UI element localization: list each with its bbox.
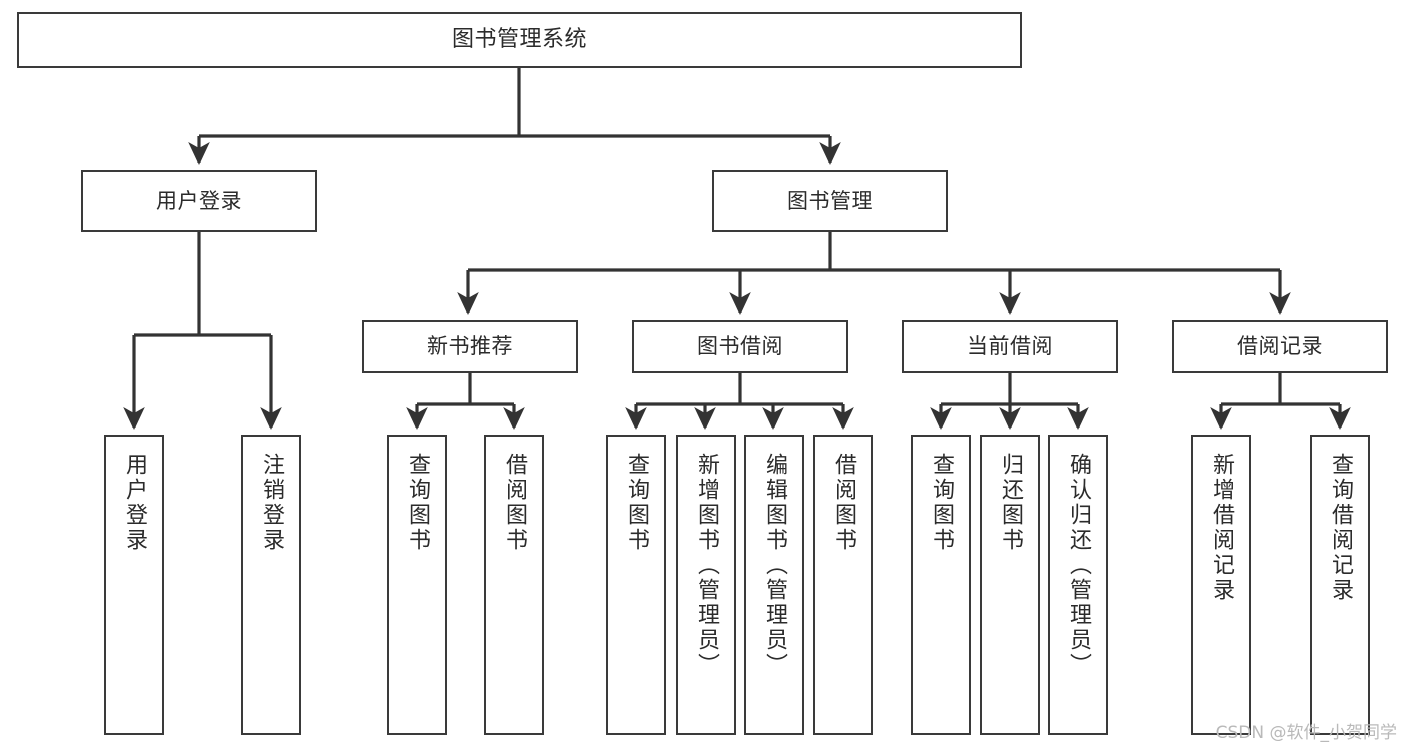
node-label: 归还图书 (997, 453, 1023, 553)
leaf-book-borrow-borrow[interactable]: 借阅图书 (813, 435, 873, 735)
leaf-current-borrow-return[interactable]: 归还图书 (980, 435, 1040, 735)
node-label: 查询图书 (404, 453, 430, 553)
leaf-book-borrow-edit[interactable]: 编辑图书（管理员） (744, 435, 804, 735)
node-label: 新书推荐 (427, 334, 513, 359)
node-label: 新增图书（管理员） (693, 453, 719, 678)
node-label: 新增借阅记录 (1208, 453, 1234, 603)
node-borrow-record[interactable]: 借阅记录 (1172, 320, 1388, 373)
leaf-user-login-logout[interactable]: 注销登录 (241, 435, 301, 735)
leaf-book-borrow-query[interactable]: 查询图书 (606, 435, 666, 735)
node-label: 查询图书 (928, 453, 954, 553)
node-book-management[interactable]: 图书管理 (712, 170, 948, 232)
csdn-watermark: CSDN @软件_小贺同学 (1215, 723, 1397, 743)
node-label: 确认归还（管理员） (1065, 453, 1091, 678)
node-label: 用户登录 (156, 188, 242, 213)
leaf-current-borrow-query[interactable]: 查询图书 (911, 435, 971, 735)
node-root-system[interactable]: 图书管理系统 (17, 12, 1022, 68)
node-label: 用户登录 (121, 453, 147, 553)
node-user-login[interactable]: 用户登录 (81, 170, 317, 232)
node-label: 图书借阅 (697, 334, 783, 359)
node-label: 图书管理系统 (451, 27, 587, 53)
leaf-current-borrow-confirm-return[interactable]: 确认归还（管理员） (1048, 435, 1108, 735)
leaf-borrow-record-add[interactable]: 新增借阅记录 (1191, 435, 1251, 735)
node-book-borrow[interactable]: 图书借阅 (632, 320, 848, 373)
leaf-new-book-borrow[interactable]: 借阅图书 (484, 435, 544, 735)
node-label: 借阅图书 (830, 453, 856, 553)
node-label: 图书管理 (787, 188, 873, 213)
node-new-book-recommend[interactable]: 新书推荐 (362, 320, 578, 373)
node-label: 借阅记录 (1237, 334, 1323, 359)
leaf-borrow-record-query[interactable]: 查询借阅记录 (1310, 435, 1370, 735)
node-label: 借阅图书 (501, 453, 527, 553)
node-label: 当前借阅 (967, 334, 1053, 359)
node-label: 注销登录 (258, 453, 284, 553)
node-label: 查询图书 (623, 453, 649, 553)
leaf-user-login-login[interactable]: 用户登录 (104, 435, 164, 735)
node-label: 编辑图书（管理员） (761, 453, 787, 678)
node-current-borrow[interactable]: 当前借阅 (902, 320, 1118, 373)
node-label: 查询借阅记录 (1327, 453, 1353, 603)
leaf-new-book-query[interactable]: 查询图书 (387, 435, 447, 735)
leaf-book-borrow-add[interactable]: 新增图书（管理员） (676, 435, 736, 735)
